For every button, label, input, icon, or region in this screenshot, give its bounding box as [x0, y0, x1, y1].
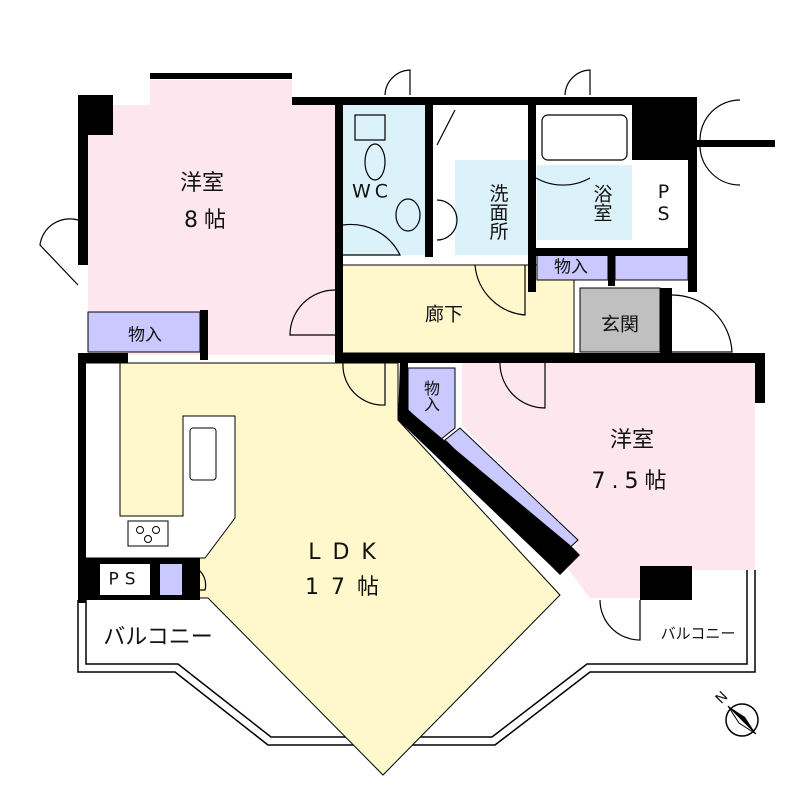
storage-entry-1 — [536, 254, 609, 281]
western-8-size: 8帖 — [184, 208, 232, 233]
ps-bottom-label: PS — [108, 569, 142, 590]
wc-label: WC — [351, 180, 393, 203]
north-arrow-icon — [725, 703, 759, 737]
room-western-8 — [88, 80, 335, 355]
entrance-label: 玄関 — [600, 313, 640, 336]
hallway-label: 廊下 — [424, 303, 464, 326]
storage-small-label: 物入 — [421, 380, 440, 412]
bath-label: 浴室 — [590, 184, 613, 222]
storage-west8-label: 物入 — [128, 325, 162, 346]
room-washroom — [455, 160, 528, 255]
storage-entry-label: 物入 — [554, 257, 588, 278]
western-75-size: 7.5帖 — [591, 469, 673, 494]
balcony-right-label: バルコニー — [660, 624, 736, 643]
sink — [189, 427, 217, 481]
washroom-label: 洗面所 — [486, 183, 509, 241]
room-entrance — [579, 287, 661, 353]
stove — [127, 520, 169, 547]
western-8-name: 洋室 — [179, 171, 225, 196]
balcony-left-label: バルコニー — [103, 625, 213, 650]
ldk-size: 17帖 — [305, 575, 391, 600]
western-75-name: 洋室 — [609, 428, 655, 453]
ps-top-label: PS — [645, 169, 681, 237]
room-bath — [537, 165, 632, 240]
room-western-75 — [462, 363, 755, 598]
storage-west8 — [87, 311, 201, 353]
ldk-name: LDK — [308, 540, 388, 565]
storage-entry-2 — [614, 254, 689, 281]
